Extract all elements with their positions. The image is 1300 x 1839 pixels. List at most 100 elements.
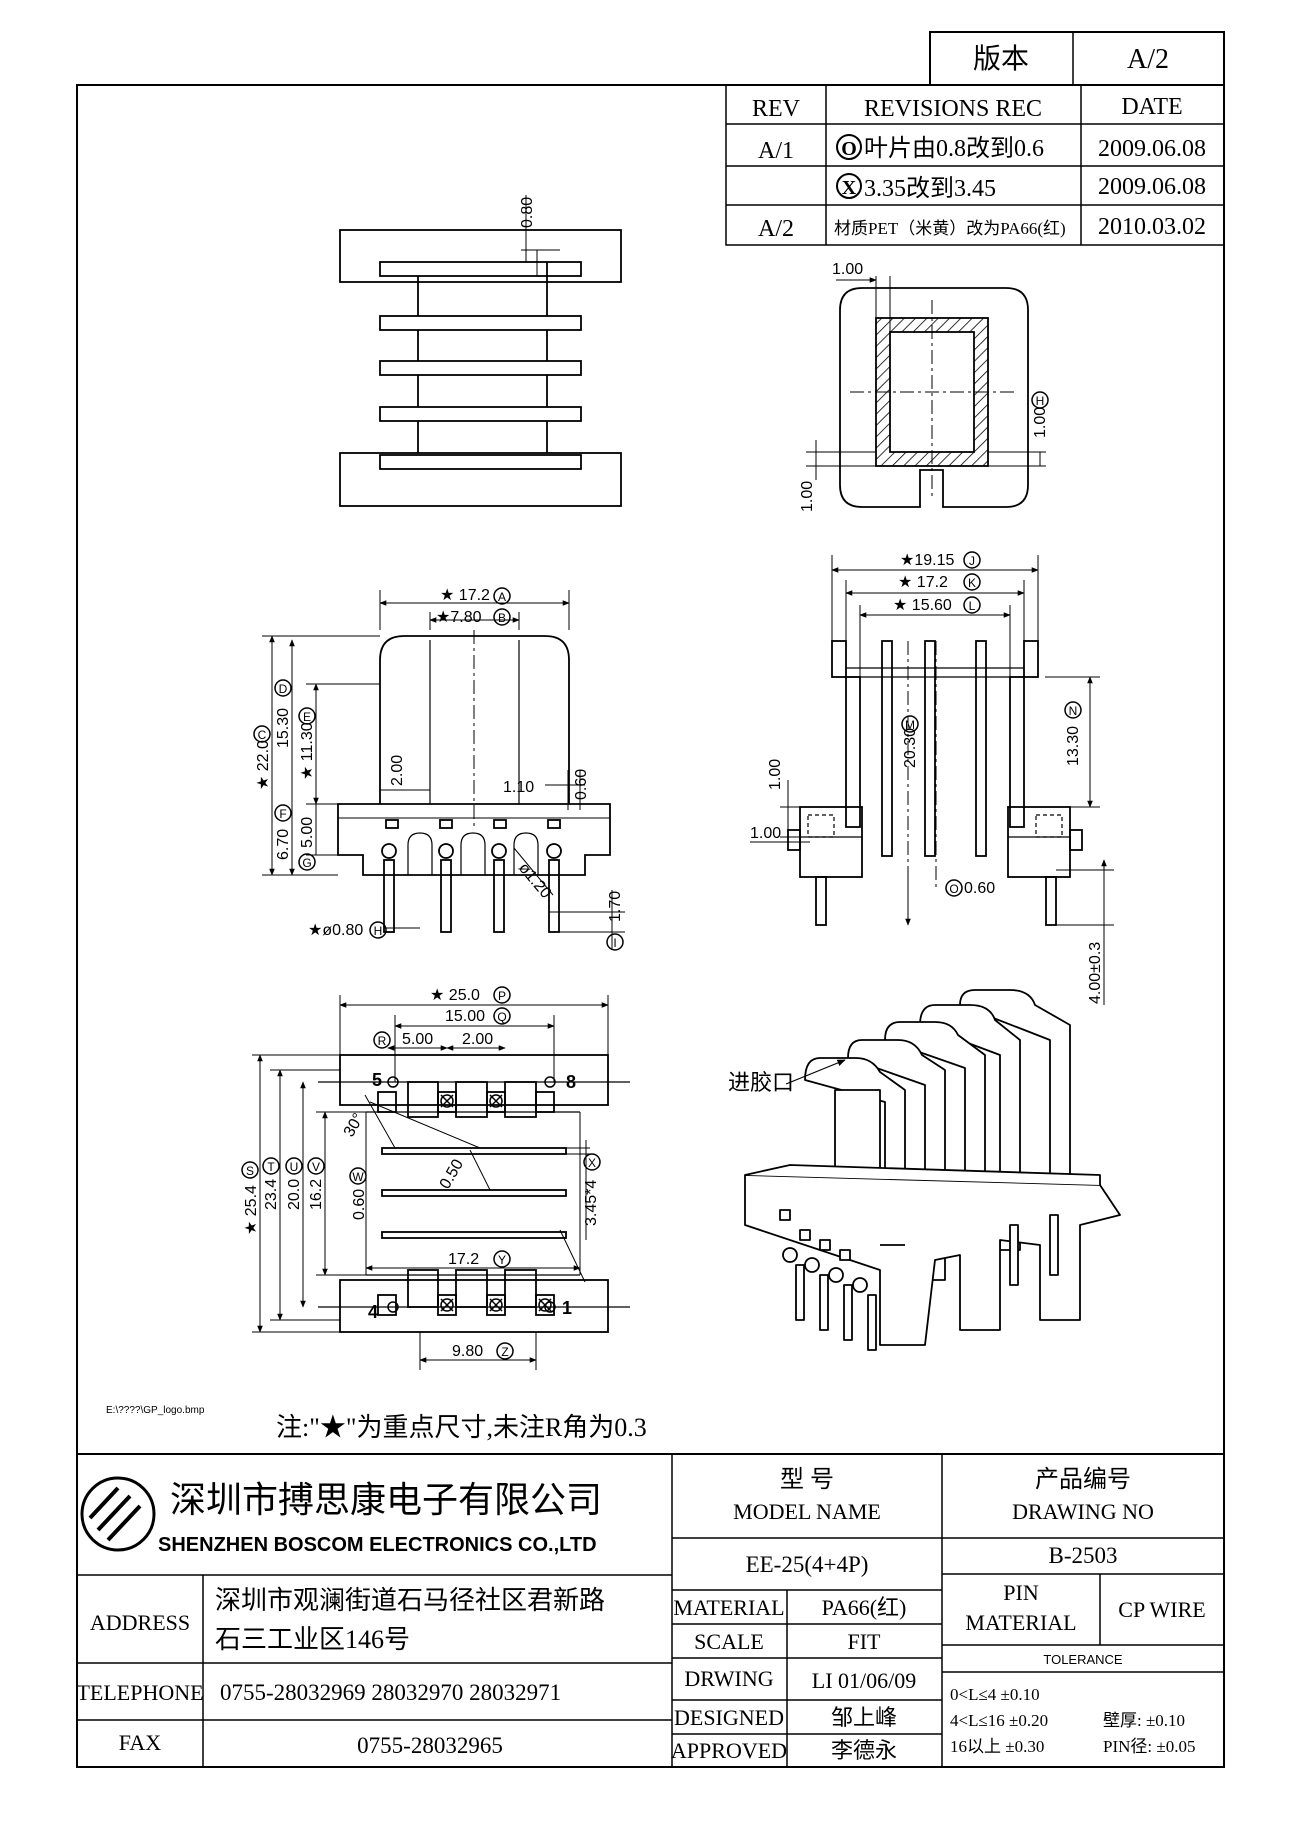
tolerance-label: TOLERANCE bbox=[1043, 1652, 1123, 1667]
circle-letter-marker: S bbox=[241, 1161, 259, 1179]
scale-value: FIT bbox=[848, 1629, 882, 1654]
dim-end-100-c: 1.00 bbox=[799, 481, 816, 512]
rev-cell: A/1 bbox=[758, 138, 794, 164]
circle-letter-marker: W bbox=[349, 1167, 367, 1185]
rev-header: REV bbox=[752, 96, 801, 122]
svg-text:M: M bbox=[905, 718, 915, 732]
dim-b30: 30° bbox=[341, 1111, 368, 1140]
telephone-label: TELEPHONE bbox=[76, 1680, 203, 1705]
version-label: 版本 bbox=[973, 43, 1029, 75]
address-label: ADDRESS bbox=[90, 1610, 190, 1635]
dim-Y: 17.2 bbox=[448, 1251, 479, 1268]
pin-label: 5 bbox=[372, 1070, 382, 1090]
dim-E: ★ 11.30 bbox=[299, 722, 316, 780]
dim-Q: 15.00 bbox=[445, 1008, 485, 1025]
circle-letter-marker: I bbox=[606, 933, 624, 951]
pin-material-label-1: PIN bbox=[1003, 1580, 1039, 1605]
svg-text:Q: Q bbox=[497, 1010, 506, 1024]
revision-row: A/1 O 叶片由0.8改到0.6 2009.06.08 bbox=[758, 134, 1206, 164]
svg-text:B: B bbox=[498, 611, 506, 625]
dim-S: ★ 25.4 bbox=[243, 1185, 260, 1235]
dim-H: ★ø0.80 bbox=[308, 922, 363, 939]
dim-K: ★ 17.2 bbox=[898, 574, 948, 591]
nc-pin-circle-icon bbox=[440, 1094, 454, 1108]
model-value: EE-25(4+4P) bbox=[746, 1552, 869, 1577]
fax-label: FAX bbox=[119, 1730, 161, 1755]
view-front-middle-left bbox=[262, 590, 625, 950]
model-label-cn: 型 号 bbox=[780, 1466, 834, 1493]
svg-text:Z: Z bbox=[501, 1345, 508, 1359]
dim-A: ★ 17.2 bbox=[440, 587, 490, 604]
svg-text:P: P bbox=[498, 989, 506, 1003]
dim-M: 20.30 bbox=[902, 728, 919, 768]
dim-B: ★7.80 bbox=[436, 609, 482, 626]
pin-markers: 5 8 4 1 bbox=[368, 1070, 576, 1322]
circle-letter-marker: H bbox=[1031, 391, 1049, 409]
dim-end-100-a: 1.00 bbox=[832, 261, 863, 278]
dim-s100a: 1.00 bbox=[767, 759, 784, 790]
pin-label: 1 bbox=[562, 1298, 572, 1318]
approved-value: 李德永 bbox=[831, 1738, 897, 1763]
rev-mark: O bbox=[841, 138, 857, 160]
gate-label: 进胶口 bbox=[728, 1070, 794, 1095]
dim-end-100-b: 1.00 bbox=[1032, 407, 1049, 438]
nc-pin-circle-icon bbox=[538, 1298, 552, 1312]
dim-U: 20.0 bbox=[286, 1179, 303, 1210]
dim-b200: 2.00 bbox=[462, 1031, 493, 1048]
designed-label: DESIGNED bbox=[674, 1705, 784, 1730]
dim-N: 13.30 bbox=[1065, 726, 1082, 766]
version-value: A/2 bbox=[1127, 44, 1169, 75]
circle-letter-marker: K bbox=[963, 573, 981, 591]
nc-pin-circle-icon bbox=[489, 1298, 503, 1312]
dim-060: 0.60 bbox=[573, 769, 590, 800]
dim-b500: 5.00 bbox=[402, 1031, 433, 1048]
version-box: 版本 A/2 bbox=[929, 31, 1225, 86]
circle-letter-marker: E bbox=[298, 707, 316, 725]
svg-text:R: R bbox=[378, 1034, 387, 1048]
company-name-en: SHENZHEN BOSCOM ELECTRONICS CO.,LTD bbox=[158, 1534, 597, 1556]
svg-text:S: S bbox=[246, 1164, 254, 1178]
dim-O: 0.60 bbox=[964, 880, 995, 897]
view-side-top-left bbox=[339, 195, 622, 507]
rev-desc: 3.35改到3.45 bbox=[864, 175, 996, 202]
circle-letter-marker: P bbox=[493, 986, 511, 1004]
tolerance-row-1: 0<L≤4 ±0.10 bbox=[950, 1685, 1040, 1704]
dim-I: 1.70 bbox=[607, 891, 624, 922]
pin-hole-icon bbox=[387, 1076, 399, 1088]
circle-letter-marker: D bbox=[274, 679, 292, 697]
dim-J: ★19.15 bbox=[900, 552, 954, 569]
circle-letter-marker: H bbox=[369, 921, 387, 939]
svg-text:H: H bbox=[1036, 394, 1045, 408]
svg-text:L: L bbox=[969, 599, 976, 613]
pin-hole-icon bbox=[544, 1076, 556, 1088]
gate-leader-line bbox=[785, 1059, 846, 1085]
circle-letter-marker: R bbox=[373, 1031, 391, 1049]
circle-letter-marker: M bbox=[901, 715, 919, 733]
svg-text:F: F bbox=[279, 807, 286, 821]
sheet-border bbox=[76, 84, 1225, 1768]
nc-pin-circle-icon bbox=[440, 1298, 454, 1312]
svg-text:K: K bbox=[968, 576, 976, 590]
svg-text:A: A bbox=[498, 590, 506, 604]
circle-letter-marker: O bbox=[945, 879, 963, 897]
view-side-middle-right bbox=[750, 555, 1114, 1005]
drwing-value: LI 01/06/09 bbox=[812, 1668, 917, 1693]
pin-material-label-2: MATERIAL bbox=[965, 1610, 1076, 1635]
pin-material-value: CP WIRE bbox=[1118, 1597, 1205, 1622]
drawing-number: B-2503 bbox=[1049, 1543, 1118, 1568]
circle-letter-marker: Z bbox=[496, 1342, 514, 1360]
dim-L: ★ 15.60 bbox=[893, 597, 952, 614]
address-line-2: 石三工业区146号 bbox=[215, 1625, 410, 1654]
circle-letter-marker: A bbox=[493, 587, 511, 605]
pin-label: 8 bbox=[566, 1072, 576, 1092]
circle-letter-marker: J bbox=[963, 551, 981, 569]
circle-letter-marker: C bbox=[253, 725, 271, 743]
approved-label: APPROVED bbox=[671, 1738, 787, 1763]
view-isometric-lower-right bbox=[744, 989, 1121, 1351]
drawing-label-cn: 产品编号 bbox=[1035, 1466, 1131, 1493]
tolerance-wall: 壁厚: ±0.10 bbox=[1103, 1711, 1185, 1730]
dim-P: ★ 25.0 bbox=[430, 987, 480, 1004]
dim-110: 1.10 bbox=[503, 779, 534, 796]
svg-text:D: D bbox=[279, 682, 288, 696]
material-label: MATERIAL bbox=[673, 1595, 784, 1620]
